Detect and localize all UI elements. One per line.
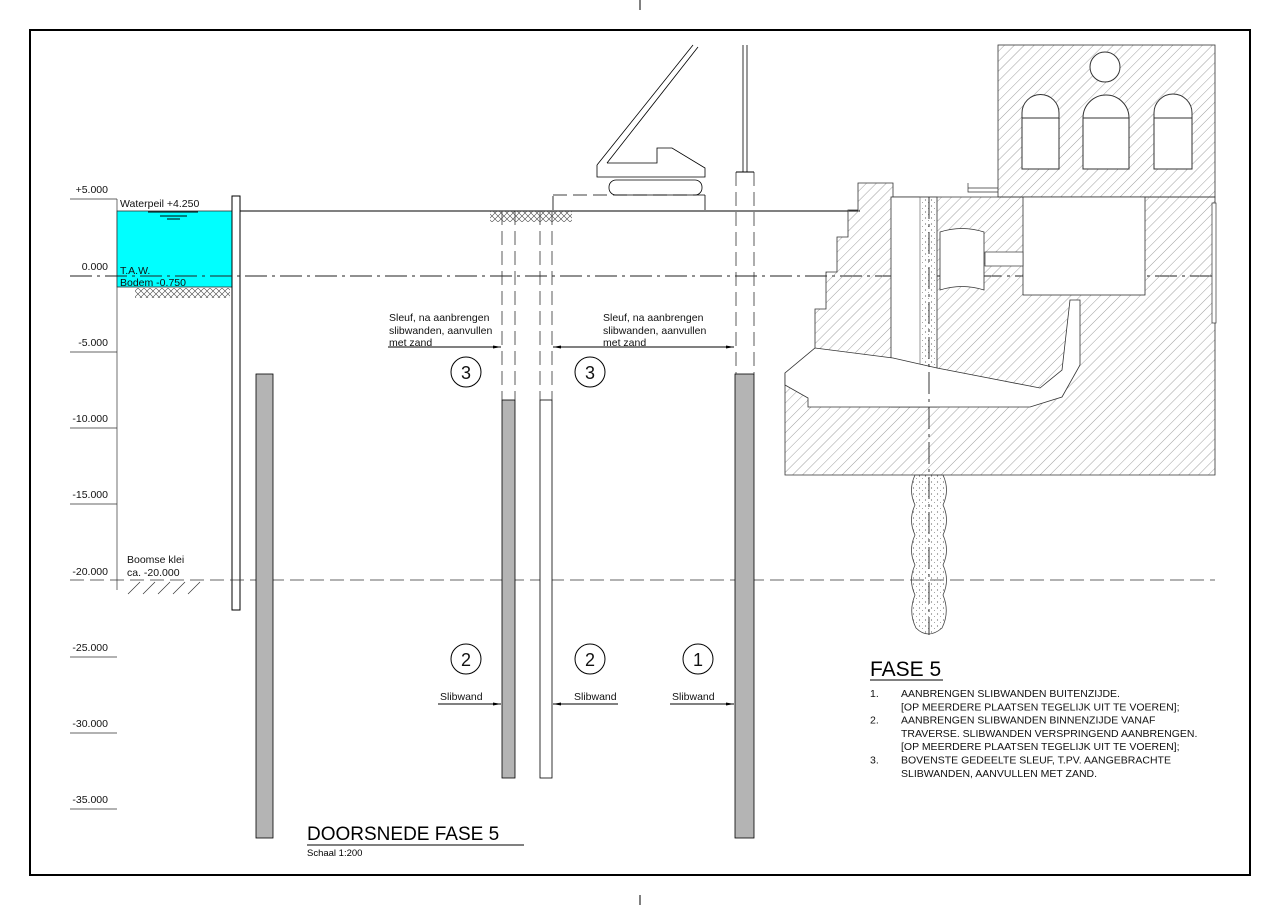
slibwand-left xyxy=(255,373,274,839)
note-line: [OP MEERDERE PLAATSEN TEGELIJK UIT TE VO… xyxy=(901,741,1180,753)
chamber-void xyxy=(1022,196,1146,296)
level-label: -35.000 xyxy=(72,794,108,806)
level-scale: +5.000 0.000 -5.000 -10.000 -15.000 -20.… xyxy=(70,184,118,810)
slibwand-right xyxy=(734,373,755,839)
round-window xyxy=(1089,51,1121,83)
slibwand-label-middle: Slibwand xyxy=(553,691,618,706)
sleuf-annotation-right: Sleuf, na aanbrengen slibwanden, aanvull… xyxy=(553,312,734,349)
trench-outline xyxy=(490,171,755,400)
drawing-border xyxy=(29,29,1251,876)
note-number: 1. xyxy=(870,688,879,700)
level-label: -20.000 xyxy=(72,566,108,578)
level-label: 0.000 xyxy=(82,261,108,273)
boomse-klei-level: ca. -20.000 xyxy=(127,567,180,579)
taw-label: T.A.W. xyxy=(120,265,150,277)
boomse-klei-label: Boomse klei xyxy=(127,554,184,566)
slibwand-inner-left xyxy=(501,399,516,779)
drawing-title: DOORSNEDE FASE 5 xyxy=(307,824,499,845)
slibwand-inner-right xyxy=(539,399,553,779)
clay-hatch xyxy=(127,581,201,595)
sleuf-text: Sleuf, na aanbrengen xyxy=(603,312,704,324)
svg-text:Slibwand: Slibwand xyxy=(574,691,617,703)
sleuf-annotation-left: Sleuf, na aanbrengen slibwanden, aanvull… xyxy=(388,312,501,349)
riverbed-hatch xyxy=(135,288,230,298)
level-label: -30.000 xyxy=(72,718,108,730)
note-line: SLIBWANDEN, AANVULLEN MET ZAND. xyxy=(901,768,1097,780)
note-line: TRAVERSE. SLIBWANDEN VERSPRINGEND AANBRE… xyxy=(901,728,1197,740)
drawing-scale: Schaal 1:200 xyxy=(307,848,362,859)
svg-text:2: 2 xyxy=(585,650,595,670)
level-label: -25.000 xyxy=(72,642,108,654)
svg-text:3: 3 xyxy=(461,363,471,383)
slibwand-label-right: Slibwand xyxy=(670,691,734,706)
level-label: -10.000 xyxy=(72,413,108,425)
sleuf-text: met zand xyxy=(389,337,432,349)
svg-text:Slibwand: Slibwand xyxy=(440,691,483,703)
phase-marker-3: 3 xyxy=(450,356,482,388)
svg-text:Slibwand: Slibwand xyxy=(672,691,715,703)
level-label: -15.000 xyxy=(72,489,108,501)
water-body: Waterpeil +4.250 T.A.W. Bodem -0.750 xyxy=(116,198,233,298)
quay-wall-section xyxy=(784,182,1216,476)
svg-text:1: 1 xyxy=(693,650,703,670)
arched-window xyxy=(1153,93,1193,170)
slibwand-label-left: Slibwand xyxy=(438,691,501,706)
diaphragm-walls xyxy=(255,373,755,839)
sleuf-text: slibwanden, aanvullen xyxy=(389,325,492,337)
note-line: AANBRENGEN SLIBWANDEN BUITENZIJDE. xyxy=(901,688,1120,700)
note-line: BOVENSTE GEDEELTE SLEUF, T.PV. AANGEBRAC… xyxy=(901,755,1171,767)
sheet-pile xyxy=(231,195,241,611)
svg-text:3: 3 xyxy=(585,363,595,383)
notes-title: FASE 5 xyxy=(870,658,941,681)
svg-text:2: 2 xyxy=(461,650,471,670)
note-number: 2. xyxy=(870,715,879,727)
quay-wall-building xyxy=(784,44,1217,635)
phase-notes: FASE 5 1. AANBRENGEN SLIBWANDEN BUITENZIJ… xyxy=(870,658,1197,780)
level-label: +5.000 xyxy=(76,184,109,196)
phase-marker-2: 2 xyxy=(450,643,482,675)
phase-marker-3: 3 xyxy=(574,356,606,388)
water-level-icon xyxy=(148,211,198,220)
phase-marker-2: 2 xyxy=(574,643,606,675)
lower-cavity xyxy=(784,299,1081,408)
note-line: [OP MEERDERE PLAATSEN TEGELIJK UIT TE VO… xyxy=(901,701,1180,713)
level-label: -5.000 xyxy=(78,337,108,349)
phase-marker-1: 1 xyxy=(682,643,714,675)
bodem-label: Bodem -0.750 xyxy=(120,277,186,289)
arched-window xyxy=(1082,94,1130,170)
note-number: 3. xyxy=(870,755,879,767)
waterpeil-label: Waterpeil +4.250 xyxy=(120,198,199,210)
sleuf-text: slibwanden, aanvullen xyxy=(603,325,706,337)
sleuf-text: Sleuf, na aanbrengen xyxy=(389,312,490,324)
arched-window xyxy=(1021,94,1060,170)
note-line: AANBRENGEN SLIBWANDEN BINNENZIJDE VANAF xyxy=(901,715,1155,727)
culvert-section xyxy=(939,228,985,291)
crane xyxy=(552,44,748,210)
